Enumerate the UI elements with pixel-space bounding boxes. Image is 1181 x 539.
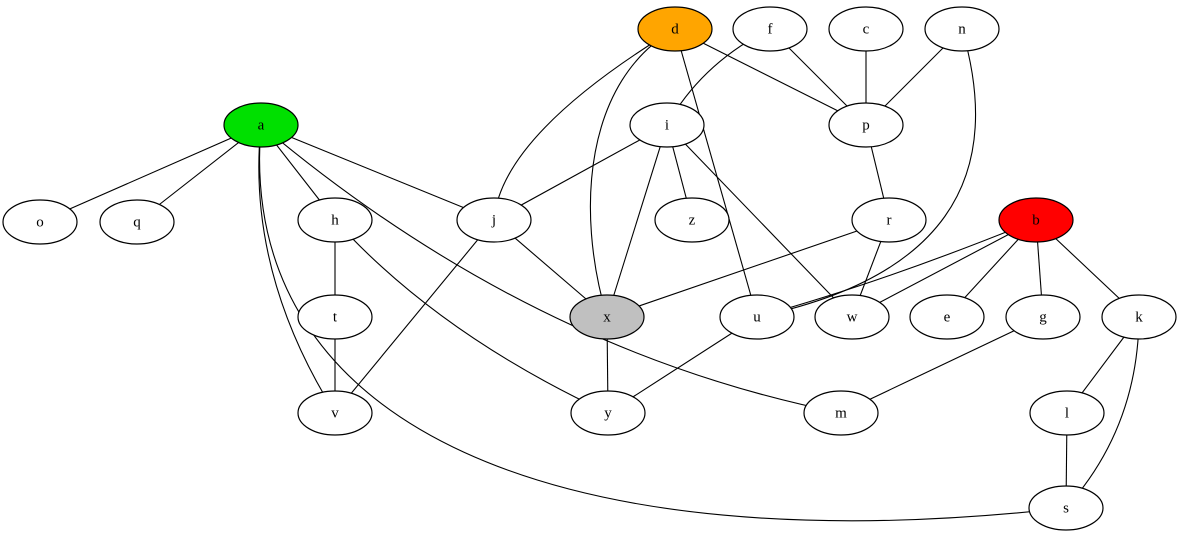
edge-d-u bbox=[674, 28, 758, 318]
node-n-label: n bbox=[958, 21, 966, 37]
node-l-shape bbox=[1029, 390, 1105, 436]
edge-d-p bbox=[674, 28, 867, 126]
node-f-label: f bbox=[768, 21, 773, 37]
edge-a-s bbox=[259, 124, 1067, 522]
node-b-shape bbox=[998, 197, 1074, 243]
node-q-shape bbox=[99, 199, 175, 245]
edge-h-y bbox=[334, 219, 609, 414]
node-e-shape bbox=[909, 294, 985, 340]
node-t-label: t bbox=[333, 309, 338, 325]
node-q-label: q bbox=[133, 214, 141, 230]
node-e-label: e bbox=[944, 309, 951, 325]
edge-i-x bbox=[606, 124, 668, 318]
node-m-label: m bbox=[835, 405, 847, 421]
node-y: y bbox=[570, 390, 646, 436]
node-v: v bbox=[297, 390, 373, 436]
node-x-label: x bbox=[603, 309, 611, 325]
node-s: s bbox=[1028, 485, 1104, 531]
node-v-label: v bbox=[331, 405, 339, 421]
node-u-shape bbox=[719, 294, 795, 340]
node-m: m bbox=[803, 390, 879, 436]
edge-n-u bbox=[756, 28, 977, 318]
node-u: u bbox=[719, 294, 795, 340]
node-n: n bbox=[924, 6, 1000, 52]
node-o-label: o bbox=[36, 214, 44, 230]
node-r: r bbox=[851, 197, 927, 243]
node-k-shape bbox=[1101, 294, 1177, 340]
node-o: o bbox=[2, 199, 78, 245]
node-i-shape bbox=[629, 102, 705, 148]
node-a: a bbox=[223, 102, 299, 148]
node-r-label: r bbox=[887, 212, 892, 228]
node-q: q bbox=[99, 199, 175, 245]
node-k-label: k bbox=[1135, 309, 1143, 325]
node-v-shape bbox=[297, 390, 373, 436]
edge-j-i bbox=[493, 124, 668, 221]
node-j: j bbox=[456, 197, 532, 243]
node-j-label: j bbox=[491, 212, 496, 228]
node-b: b bbox=[998, 197, 1074, 243]
node-z-label: z bbox=[689, 212, 696, 228]
node-z-shape bbox=[654, 197, 730, 243]
node-m-shape bbox=[803, 390, 879, 436]
node-h: h bbox=[297, 197, 373, 243]
node-n-shape bbox=[924, 6, 1000, 52]
edge-a-m bbox=[260, 124, 842, 414]
node-g-shape bbox=[1005, 294, 1081, 340]
node-i: i bbox=[629, 102, 705, 148]
node-z: z bbox=[654, 197, 730, 243]
edge-g-m bbox=[840, 316, 1044, 414]
edge-j-v bbox=[334, 219, 495, 414]
edge-d-x bbox=[589, 28, 676, 318]
node-g: g bbox=[1005, 294, 1081, 340]
node-w: w bbox=[814, 294, 890, 340]
node-g-label: g bbox=[1039, 309, 1047, 325]
node-d-shape bbox=[637, 6, 713, 52]
edge-i-w bbox=[666, 124, 853, 318]
node-l: l bbox=[1029, 390, 1105, 436]
node-c: c bbox=[828, 6, 904, 52]
node-p-shape bbox=[828, 102, 904, 148]
edge-a-v bbox=[258, 124, 336, 414]
node-x-shape bbox=[569, 294, 645, 340]
node-w-label: w bbox=[847, 309, 858, 325]
node-c-shape bbox=[828, 6, 904, 52]
edge-a-j bbox=[260, 124, 495, 221]
edge-b-w bbox=[851, 219, 1037, 318]
node-f: f bbox=[732, 6, 808, 52]
node-y-shape bbox=[570, 390, 646, 436]
node-a-label: a bbox=[258, 117, 265, 133]
node-b-label: b bbox=[1032, 212, 1040, 228]
node-d-label: d bbox=[671, 21, 679, 37]
node-s-shape bbox=[1028, 485, 1104, 531]
node-u-label: u bbox=[753, 309, 761, 325]
node-w-shape bbox=[814, 294, 890, 340]
node-i-label: i bbox=[665, 117, 669, 133]
node-d: d bbox=[637, 6, 713, 52]
edge-a-o bbox=[39, 124, 262, 223]
node-h-label: h bbox=[331, 212, 339, 228]
node-j-shape bbox=[456, 197, 532, 243]
node-p: p bbox=[828, 102, 904, 148]
node-h-shape bbox=[297, 197, 373, 243]
node-l-label: l bbox=[1065, 405, 1069, 421]
node-c-label: c bbox=[863, 21, 870, 37]
node-s-label: s bbox=[1063, 500, 1069, 516]
node-a-shape bbox=[223, 102, 299, 148]
node-e: e bbox=[909, 294, 985, 340]
node-r-shape bbox=[851, 197, 927, 243]
edges-layer bbox=[39, 28, 1140, 522]
node-p-label: p bbox=[862, 117, 870, 133]
node-y-label: y bbox=[604, 405, 612, 421]
nodes-layer: a b c d e f g h i j k l m n o p q r s t u v w x y z bbox=[2, 6, 1177, 531]
node-k: k bbox=[1101, 294, 1177, 340]
edge-r-x bbox=[606, 219, 890, 318]
node-x: x bbox=[569, 294, 645, 340]
node-o-shape bbox=[2, 199, 78, 245]
node-t-shape bbox=[297, 294, 373, 340]
node-f-shape bbox=[732, 6, 808, 52]
node-t: t bbox=[297, 294, 373, 340]
